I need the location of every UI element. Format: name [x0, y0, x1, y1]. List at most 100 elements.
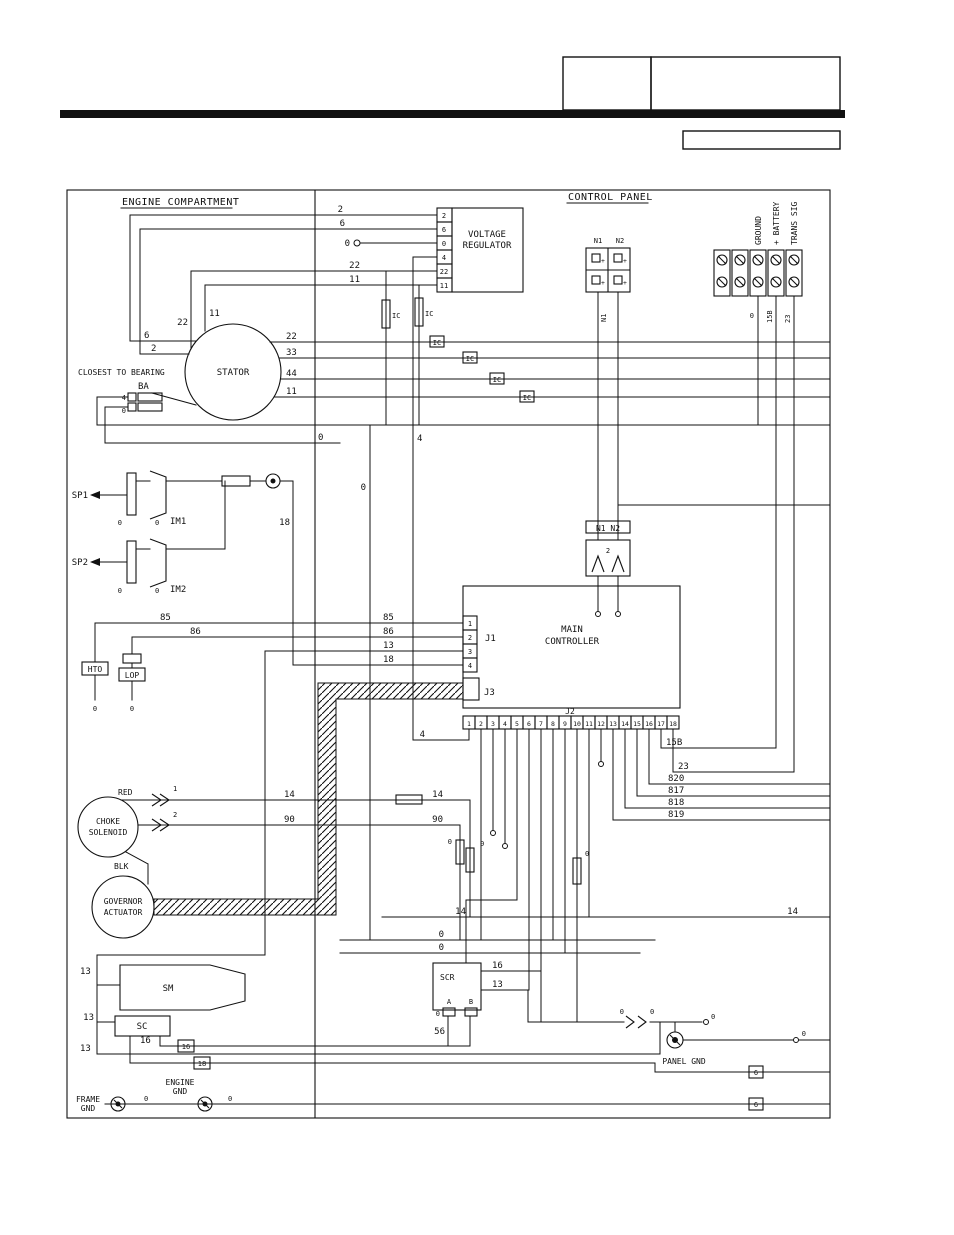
bearing-sender: [127, 392, 163, 412]
im1-label: IM1: [170, 517, 186, 527]
wire-label: 86: [383, 627, 394, 637]
n1-n2-plug: [585, 247, 631, 293]
panel-gnd-label: PANEL GND: [662, 1057, 706, 1066]
scr-pin-a: A: [447, 998, 452, 1006]
vr-pin: 6: [442, 226, 446, 234]
wire-label: 13: [383, 641, 394, 651]
j2-pin: 15: [633, 720, 641, 728]
wire-label: 22: [177, 318, 188, 328]
resistor: [221, 475, 251, 487]
wire-label: 11: [349, 275, 360, 285]
labels: ENGINE COMPARTMENT CONTROL PANEL VOLTAGE…: [72, 192, 806, 1113]
wire-label: 14: [787, 907, 798, 917]
inline-connector-label: IC: [466, 355, 474, 363]
vr-pin: 2: [442, 212, 446, 220]
n1-label: N1: [594, 237, 602, 245]
wire-tag-box: [177, 1039, 195, 1053]
choke-label-1: CHOKE: [96, 817, 120, 826]
wire-label: 2: [151, 344, 156, 354]
wire-label: 0: [448, 838, 452, 846]
wire-label: 818: [668, 798, 684, 808]
wire-label: 0: [480, 840, 484, 848]
im2-label: IM2: [170, 585, 186, 595]
n1-n2-breaker: [585, 520, 631, 577]
choke-connector: [151, 793, 170, 832]
wire-label: 14: [455, 907, 466, 917]
panel-ground: [625, 1015, 684, 1049]
wire-label: 0: [585, 850, 589, 858]
j2-pin: 11: [585, 720, 593, 728]
wire-label: 0: [436, 1010, 440, 1018]
wire-label: 0: [345, 239, 350, 249]
j2-pin: 3: [491, 720, 495, 728]
j2-pin: 16: [645, 720, 653, 728]
wire-label: 22: [286, 332, 297, 342]
wire-label: 22: [349, 261, 360, 271]
battery-terminal-label: + BATTERY: [772, 201, 781, 245]
j2-pin: 9: [563, 720, 567, 728]
header-box-small: [682, 130, 841, 150]
wire-label: 0: [361, 483, 366, 493]
plus-mark: +: [601, 279, 605, 287]
wire-label: 4: [420, 730, 425, 740]
inline-connector-box: [462, 351, 478, 364]
j3-connector: [462, 677, 480, 701]
j2-pin: 5: [515, 720, 519, 728]
wire-tag: 16: [182, 1043, 190, 1051]
frame-gnd-label-2: GND: [81, 1104, 96, 1113]
wire-label: 85: [383, 613, 394, 623]
j2-pin: 10: [573, 720, 581, 728]
wire-label: 13: [83, 1013, 94, 1023]
hto-sender: [81, 661, 109, 676]
wire-label: 0: [122, 407, 126, 415]
header-box-right: [650, 56, 841, 111]
vr-label-2: REGULATOR: [463, 241, 512, 251]
scr-label: SCR: [440, 973, 455, 982]
j1-pin: 1: [468, 620, 472, 628]
pin-label: 1: [173, 785, 177, 793]
j3-label: J3: [484, 688, 495, 698]
starter-motor-label: SM: [163, 984, 174, 994]
wire-label: 0: [130, 705, 134, 713]
terminal-strip: [713, 249, 803, 297]
wire-label: 16: [492, 961, 503, 971]
ring-terminal: [265, 473, 281, 489]
wire-label: 0: [118, 519, 122, 527]
stator-label: STATOR: [217, 368, 250, 378]
vr-label-1: VOLTAGE: [468, 230, 506, 240]
n2-label: N2: [616, 237, 624, 245]
starter-motor: [119, 964, 246, 1011]
wire-label: 819: [668, 810, 684, 820]
wire-tag-box: [748, 1065, 764, 1079]
j1-pin: 4: [468, 662, 472, 670]
engine-compartment-label: ENGINE COMPARTMENT: [122, 197, 239, 208]
inline-connector-label: IC: [493, 376, 501, 384]
wire-label: 820: [668, 774, 684, 784]
governor-actuator-body: [91, 875, 155, 939]
j2-pin: 4: [503, 720, 507, 728]
choke-solenoid-body: [77, 796, 139, 858]
red-lead-label: RED: [118, 788, 133, 797]
wire-label: 0: [620, 1008, 624, 1016]
inline-connector-label: IC: [392, 312, 400, 320]
starter-contactor-label: SC: [137, 1022, 148, 1032]
inline-connector: [414, 297, 424, 327]
wire-tag: 6: [754, 1101, 758, 1109]
wire-label: 85: [160, 613, 171, 623]
trans-sig-terminal-label: TRANS SIG: [790, 201, 799, 245]
page-header: [60, 56, 845, 150]
j2-pin: 12: [597, 720, 605, 728]
pin-label: 2: [173, 811, 177, 819]
inline-connector: [381, 299, 391, 329]
wire-label: 0: [318, 433, 323, 443]
wire-label: 18: [383, 655, 394, 665]
components: [77, 207, 803, 1112]
wire-label: 16: [140, 1036, 151, 1046]
wires: [94, 202, 831, 1105]
lop-sender: [118, 667, 146, 682]
wire-label: 4: [122, 394, 126, 402]
plus-mark: +: [623, 257, 627, 265]
wire-label: 56: [434, 1027, 445, 1037]
